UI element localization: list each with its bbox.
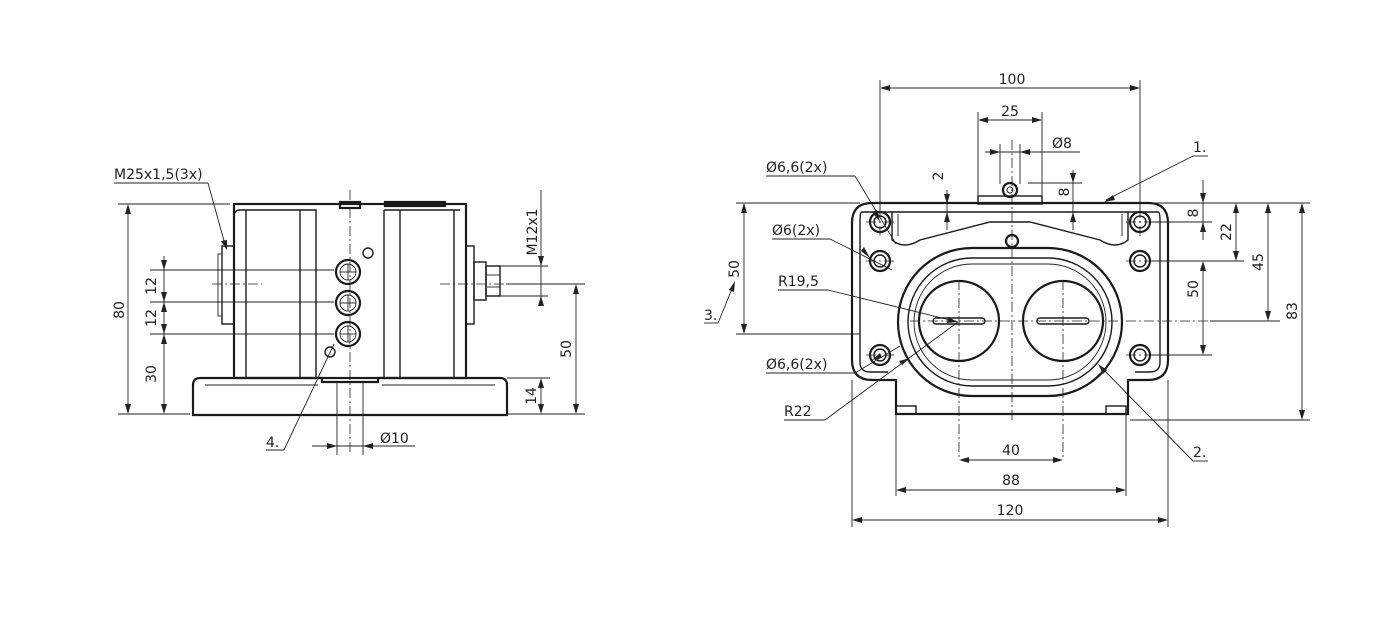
callout-r22: R22 xyxy=(784,404,812,420)
callout-r195: R19,5 xyxy=(778,274,819,290)
dim-front-83: 83 xyxy=(1285,302,1301,320)
dim-side-dia10: Ø10 xyxy=(380,431,409,447)
side-connector xyxy=(473,261,487,301)
dim-front-88: 88 xyxy=(1002,473,1020,489)
item-4-label: 4. xyxy=(266,435,279,451)
side-right-housing xyxy=(383,209,460,378)
dim-front-8-top: 8 xyxy=(1057,188,1073,197)
side-plug-top xyxy=(334,258,362,286)
side-right-gland xyxy=(465,245,475,325)
dim-side-80: 80 xyxy=(112,301,128,319)
dim-side-14: 14 xyxy=(524,387,540,405)
callout-dia66-top: Ø6,6(2x) xyxy=(766,160,827,176)
dim-side-30: 30 xyxy=(144,365,160,383)
dim-side-50: 50 xyxy=(559,340,575,358)
front-actuator-pin xyxy=(1001,181,1019,199)
front-lid xyxy=(891,212,1129,246)
dim-front-50-right: 50 xyxy=(1186,280,1202,298)
dim-front-100: 100 xyxy=(999,72,1026,88)
item-3-label: 3. xyxy=(704,308,717,324)
side-left-housing xyxy=(240,209,317,378)
callout-dia6: Ø6(2x) xyxy=(772,223,820,239)
dim-front-dia8: Ø8 xyxy=(1052,136,1072,152)
side-plug-bottom xyxy=(334,320,362,348)
side-left-gland xyxy=(221,245,235,325)
dim-front-120: 120 xyxy=(997,503,1024,519)
dim-front-8-right: 8 xyxy=(1186,209,1202,218)
dim-front-50-left: 50 xyxy=(727,260,743,278)
dim-front-25: 25 xyxy=(1001,104,1019,120)
side-plug-middle xyxy=(334,289,362,317)
front-oval-outer xyxy=(896,246,1124,398)
side-base-plate xyxy=(191,376,509,417)
item-1-label: 1. xyxy=(1193,140,1206,156)
side-view: 80 12 12 30 M25x1,5(3x) M12x1 50 xyxy=(112,167,585,455)
dim-front-40: 40 xyxy=(1002,443,1020,459)
dim-front-2: 2 xyxy=(931,172,947,181)
item-2-label: 2. xyxy=(1193,445,1206,461)
dim-front-22: 22 xyxy=(1219,223,1235,241)
dim-side-12a: 12 xyxy=(144,277,160,295)
front-view: 100 25 Ø8 2 8 Ø6,6(2x) Ø6(2x) xyxy=(704,72,1310,527)
callout-m12: M12x1 xyxy=(525,208,541,255)
dim-side-12b: 12 xyxy=(144,309,160,327)
dim-front-45: 45 xyxy=(1251,253,1267,271)
callout-m25: M25x1,5(3x) xyxy=(114,167,203,183)
callout-dia66-bottom: Ø6,6(2x) xyxy=(766,357,827,373)
